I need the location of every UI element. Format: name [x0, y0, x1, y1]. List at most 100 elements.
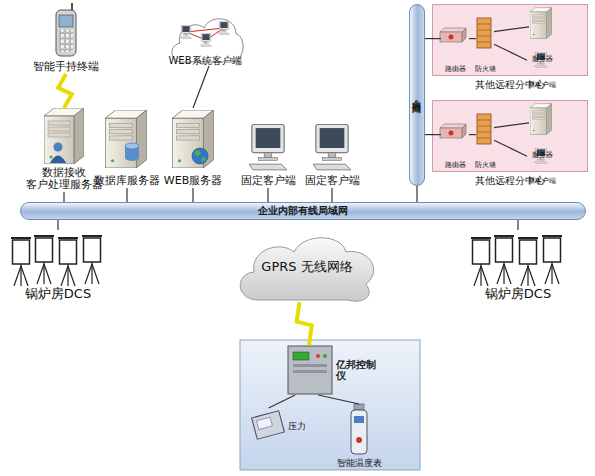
network-link [494, 44, 527, 60]
network-link [267, 188, 268, 202]
thermometer-icon [351, 404, 367, 454]
database-server-icon-part [125, 155, 139, 161]
network-link [425, 38, 441, 39]
web-server-icon [172, 110, 213, 168]
remote-center-label: 其他远程分中心 [413, 175, 595, 187]
phone-icon-part [59, 15, 73, 27]
network-link [494, 140, 527, 156]
remote-center-art-part [477, 24, 491, 25]
web-cloud-icon-part [200, 33, 211, 46]
dcs-screens-part [494, 236, 514, 284]
control-instrument: 亿邦控制仪 [286, 345, 378, 395]
field-device-panel [240, 340, 420, 470]
remote-center-art-part [440, 32, 462, 42]
web-client-cloud: WEB系统客户端 [165, 8, 245, 66]
boiler-dcs: 锅炉房DCS [466, 230, 570, 302]
remote-center-art-part [449, 35, 454, 40]
wan-bus-label: 企业内部广域网 [412, 92, 422, 99]
remote-center-art-part [477, 30, 491, 31]
network-link [63, 192, 64, 202]
network-link [126, 188, 127, 202]
database-server-icon-part [125, 143, 139, 149]
dcs-screens-part [471, 238, 491, 286]
remote-center-art-part [477, 36, 491, 37]
pressure-gauge-label: 压力 [288, 421, 306, 431]
gprs-cloud: GPRS 无线网络 [232, 232, 382, 302]
handheld-terminal-label: 智能手持终端 [33, 61, 99, 74]
network-link [416, 186, 417, 202]
fixed-client: 固定客户端 [302, 120, 362, 188]
lan-bus-label: 企业内部有线局域网 [258, 205, 348, 217]
thermometer: 智能温度表 [330, 404, 388, 468]
handheld-terminal: 智能手持终端 [31, 4, 101, 74]
pressure-gauge: 压力 [250, 408, 312, 444]
network-link [494, 123, 529, 128]
remote-server: 服务器 [529, 103, 555, 147]
remote-center-art-part [462, 28, 466, 42]
remote-server-label: 服务器 [509, 151, 575, 159]
client-pc-icon [249, 124, 351, 170]
control-instrument-icon-part [293, 370, 327, 373]
wan-bus: 企业内部广域网 [409, 4, 425, 186]
boiler-dcs-label: 锅炉房DCS [25, 287, 91, 302]
network-link [193, 66, 209, 108]
new-client: 新客户端 [527, 149, 557, 173]
pressure-gauge-icon-part [257, 417, 273, 429]
thermometer-icon-part [351, 410, 367, 454]
fixed-client-label: 固定客户端 [241, 175, 296, 188]
pressure-gauge-icon-part [252, 411, 285, 439]
network-link [469, 134, 476, 135]
firewall-label: 防火墙 [456, 65, 514, 73]
remote-center: 其他远程分中心路由器防火墙服务器新客户端 [432, 4, 588, 76]
remote-center-label: 其他远程分中心 [413, 79, 595, 91]
phone-icon-part [59, 30, 73, 52]
thermometer-label: 智能温度表 [337, 458, 382, 468]
web-client-cloud-label: WEB系统客户端 [168, 55, 241, 67]
server-icon-part [54, 143, 63, 152]
router: 路由器 [441, 125, 469, 157]
database-server: 数据库服务器 [96, 108, 158, 188]
lan-bus: 企业内部有线局域网 [20, 202, 586, 220]
control-instrument-icon-part [293, 352, 309, 360]
firewall: 防火墙 [476, 115, 494, 157]
remote-center-art-part [477, 18, 491, 48]
network-link [318, 395, 359, 404]
thermometer-icon-part [354, 416, 364, 423]
server-icon-part [50, 156, 66, 164]
web-cloud-icon-part [218, 21, 229, 34]
control-instrument-icon-part [293, 364, 327, 367]
web-server-label: WEB服务器 [164, 175, 222, 188]
remote-server-label: 服务器 [509, 55, 575, 63]
network-link [192, 188, 193, 202]
database-server-icon-part [105, 110, 146, 168]
network-link [494, 27, 529, 32]
gprs-cloud-label: GPRS 无线网络 [261, 260, 352, 275]
control-instrument-icon-part [316, 354, 320, 358]
firewall: 防火墙 [476, 19, 494, 61]
control-instrument-icon [288, 346, 332, 394]
dcs-screens-part [82, 236, 102, 284]
client-pc-icon-part [249, 124, 287, 170]
remote-center-art-part [530, 8, 552, 39]
web-server-icon-part [172, 110, 213, 168]
database-server-label: 数据库服务器 [94, 175, 160, 188]
receive-server: 数据接收 客户处理服务器 [22, 108, 106, 192]
web-server-icon-part [195, 150, 206, 162]
fixed-client: 固定客户端 [238, 120, 298, 188]
network-link [57, 220, 58, 230]
phone-icon-part [56, 10, 76, 56]
web-server-icon-part [192, 148, 208, 164]
fixed-client-label: 固定客户端 [305, 175, 360, 188]
dcs-screens-part [58, 238, 78, 286]
router: 路由器 [441, 29, 469, 61]
phone-icon [56, 3, 76, 56]
network-link [425, 134, 441, 135]
network-link [331, 188, 332, 202]
firewall-label: 防火墙 [456, 161, 514, 169]
thermometer-icon-part [354, 404, 364, 410]
network-link [469, 38, 476, 39]
network-link [269, 395, 296, 408]
client-pc-icon-part [313, 124, 351, 170]
database-server-icon [105, 110, 146, 168]
